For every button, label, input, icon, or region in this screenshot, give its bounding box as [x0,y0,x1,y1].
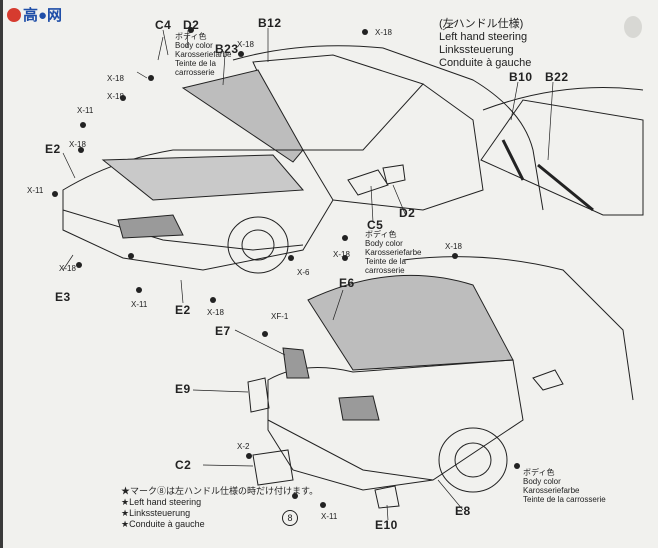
screw-label-x11-a: X-11 [77,106,94,115]
part-label-b12: B12 [258,16,282,30]
color-note-1-de: Karosseriefarbe [175,50,232,59]
page-tab-icon [624,16,642,38]
color-note-3-jp: ボディ色 [523,468,555,477]
color-note-2-de: Karosseriefarbe [365,248,422,257]
logo-dot-icon [7,8,21,22]
part-label-d2-right: D2 [399,206,416,220]
color-note-3-de: Karosseriefarbe [523,486,580,495]
color-note-2-fr-b: carrosserie [365,266,405,275]
legend-note: ★マーク⑧は左ハンドル仕様の時だけ付けます。 ★Left hand steeri… [121,486,318,530]
circled-mark-8: 8 [282,510,298,526]
inset-car-wiper-2 [537,163,594,212]
upper-car-d2 [382,164,406,185]
part-label-e2-left: E2 [45,142,61,156]
note-line-jp: (左ハンドル仕様) [439,18,524,30]
body-color-note-1: ボディ色 Body color Karosseriefarbe Teinte d… [175,32,231,77]
screw-label-x2: X-2 [237,442,250,451]
lower-car-e10 [374,485,400,509]
upper-car-wheel [227,216,289,274]
color-note-2-jp: ボディ色 [365,230,397,239]
part-label-b23: B23 [215,42,239,56]
part-label-b10: B10 [509,70,533,84]
part-label-e9: E9 [175,382,191,396]
note-line-en: Left hand steering [439,31,528,43]
lower-car-c2 [252,449,294,486]
screw-label-x18-i: X-18 [445,242,462,251]
lower-car-front [267,359,524,491]
watermark-text: 高●网 [23,7,63,24]
upper-car-engine-bay [101,154,305,201]
upper-car-roof [232,45,544,211]
lower-car-hood [307,274,514,371]
upper-car-bumper [62,209,304,251]
color-note-2-fr-a: Teinte de la [365,257,406,266]
part-label-c5: C5 [367,218,384,232]
screw-label-x18-g: X-18 [207,308,224,317]
part-label-e7: E7 [215,324,231,338]
color-note-1-jp: ボディ色 [175,32,207,41]
screw-label-x18-h: X-18 [333,250,350,259]
lower-car-wheel-hub [454,442,492,478]
inset-car-windshield [480,99,644,216]
part-label-c4: C4 [155,18,172,32]
upper-car-mirror [347,169,389,196]
screw-label-xf1: XF-1 [271,312,289,321]
part-label-e2-bottom: E2 [175,303,191,317]
color-note-1-en: Body color [175,41,213,50]
lower-car-roof [402,256,634,401]
lower-car-mirror [532,369,564,391]
assembly-drawing [52,19,644,521]
upper-car-wheel-hub [241,229,275,261]
legend-line-jp: ★マーク⑧は左ハンドル仕様の時だけ付けます。 [121,486,319,496]
leader-lines [62,19,554,521]
part-label-e10: E10 [375,518,398,532]
upper-car-side [332,83,484,211]
body-color-note-2: ボディ色 Body color Karosseriefarbe Teinte d… [365,230,421,275]
screw-label-x18-b: X-18 [375,28,392,37]
upper-car-hood-open [181,69,304,163]
screw-markers [52,27,520,508]
screw-label-x11-c: X-11 [131,300,148,309]
legend-line-en: ★Left hand steering [121,497,202,507]
lower-car-headlight-e7 [282,347,310,379]
part-label-e6: E6 [339,276,355,290]
part-label-e3: E3 [55,290,71,304]
color-note-1-fr-a: Teinte de la [175,59,216,68]
screw-label-x18-d: X-18 [107,92,124,101]
watermark-logo: 高●网 [7,4,62,25]
inset-car-wiper-1 [501,139,525,181]
lower-car-bumper [267,419,434,481]
lower-car-wheel [438,427,508,493]
lower-car-e9 [247,377,270,413]
body-color-note-3: ボディ色 Body color Karosseriefarbe Teinte d… [523,468,606,504]
screw-label-x18-e: X-18 [69,140,86,149]
upper-car-headlight [117,214,184,239]
screw-label-x18-c: X-18 [107,74,124,83]
note-line-fr: Conduite à gauche [439,57,532,69]
screw-label-x18-a: X-18 [237,40,254,49]
lower-car-e8-light [338,395,380,421]
part-label-c2: C2 [175,458,192,472]
color-note-3-fr: Teinte de la carrosserie [523,495,606,504]
color-note-3-en: Body color [523,477,561,486]
part-label-e8: E8 [455,504,471,518]
inset-car-roof [482,87,644,111]
screw-label-x6: X-6 [297,268,310,277]
upper-car-front [62,149,334,271]
legend-line-fr: ★Conduite à gauche [121,519,205,529]
color-note-2-en: Body color [365,239,403,248]
note-line-de: Linkssteuerung [439,44,514,56]
part-label-b22: B22 [545,70,569,84]
part-label-d2-top: D2 [183,18,200,32]
screw-label-x11-d: X-11 [321,512,338,521]
legend-line-de: ★Linkssteuerung [121,508,191,518]
color-note-1-fr-b: carrosserie [175,68,215,77]
screw-label-x11-b: X-11 [27,186,44,195]
left-hand-steering-note: (左ハンドル仕様) Left hand steering Linkssteuer… [439,18,531,70]
screw-label-x18-f: X-18 [59,264,76,273]
